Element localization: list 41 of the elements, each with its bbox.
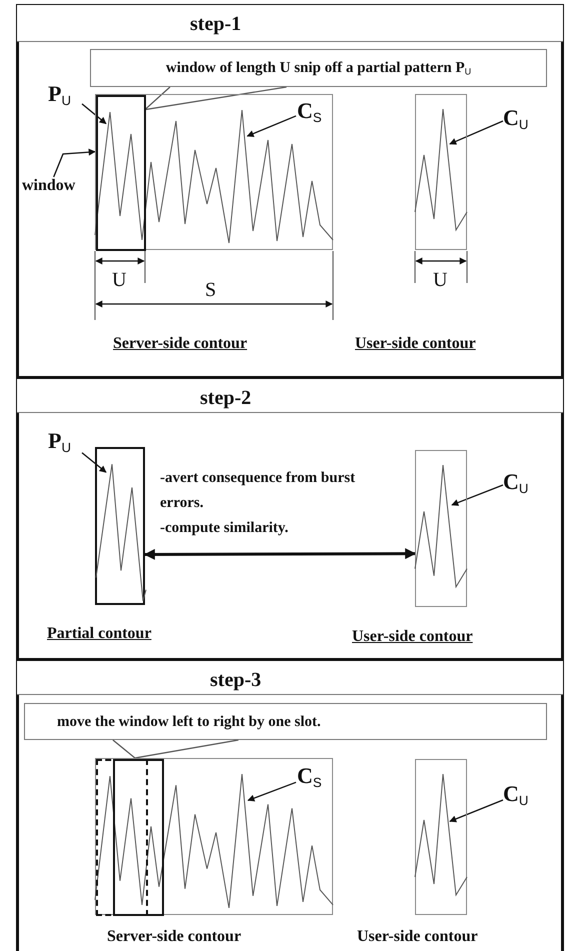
symbol-label: P$_{U}$ bbox=[48, 429, 71, 454]
contour-frame bbox=[415, 759, 467, 915]
contour-caption: Server-side contour bbox=[113, 334, 248, 354]
window-box bbox=[96, 95, 146, 251]
note-text: -avert consequence from burst errors. bbox=[160, 469, 356, 513]
dimension-label: U bbox=[433, 268, 448, 292]
step-title: step-2 bbox=[200, 387, 252, 409]
dimension-label: S bbox=[205, 278, 216, 302]
arrow bbox=[82, 452, 107, 473]
arrow bbox=[246, 115, 296, 137]
arrow bbox=[449, 120, 504, 145]
arrow bbox=[53, 148, 96, 178]
callout-text: move the window left to right by one slot. bbox=[57, 714, 321, 730]
symbol-label: C$_{U}$ bbox=[503, 782, 528, 806]
step-title: step-3 bbox=[210, 669, 262, 691]
symbol-label: P$_{U}$ bbox=[48, 82, 71, 106]
contour-caption: User-side contour bbox=[355, 334, 476, 354]
callout-label: window bbox=[22, 177, 76, 195]
arrow bbox=[144, 548, 416, 560]
previous-window-box bbox=[96, 759, 148, 916]
symbol-label: C$_{S}$ bbox=[297, 764, 322, 788]
step-title: step-1 bbox=[190, 13, 242, 35]
contour-caption: User-side contour bbox=[357, 927, 478, 946]
arrow bbox=[247, 782, 296, 802]
symbol-label: C$_{U}$ bbox=[503, 106, 528, 130]
contour-caption: Partial contour bbox=[47, 624, 152, 644]
symbol-label: C$_{U}$ bbox=[503, 470, 528, 494]
dimension-label: U bbox=[112, 268, 126, 292]
contour-frame bbox=[415, 450, 467, 607]
arrow bbox=[82, 103, 107, 124]
note-text: -compute similarity. bbox=[160, 519, 290, 538]
window-box bbox=[95, 447, 145, 605]
symbol-label: C$_{S}$ bbox=[297, 99, 322, 124]
window-box bbox=[113, 759, 164, 916]
callout-text: window of length U snip off a partial pattern P$_{U}$ bbox=[164, 60, 472, 76]
contour-frame bbox=[415, 94, 467, 250]
arrow bbox=[449, 799, 504, 822]
contour-caption: User-side contour bbox=[352, 627, 473, 646]
leader-line bbox=[112, 739, 240, 759]
arrow bbox=[451, 484, 504, 506]
contour-caption: Server-side contour bbox=[107, 927, 242, 946]
